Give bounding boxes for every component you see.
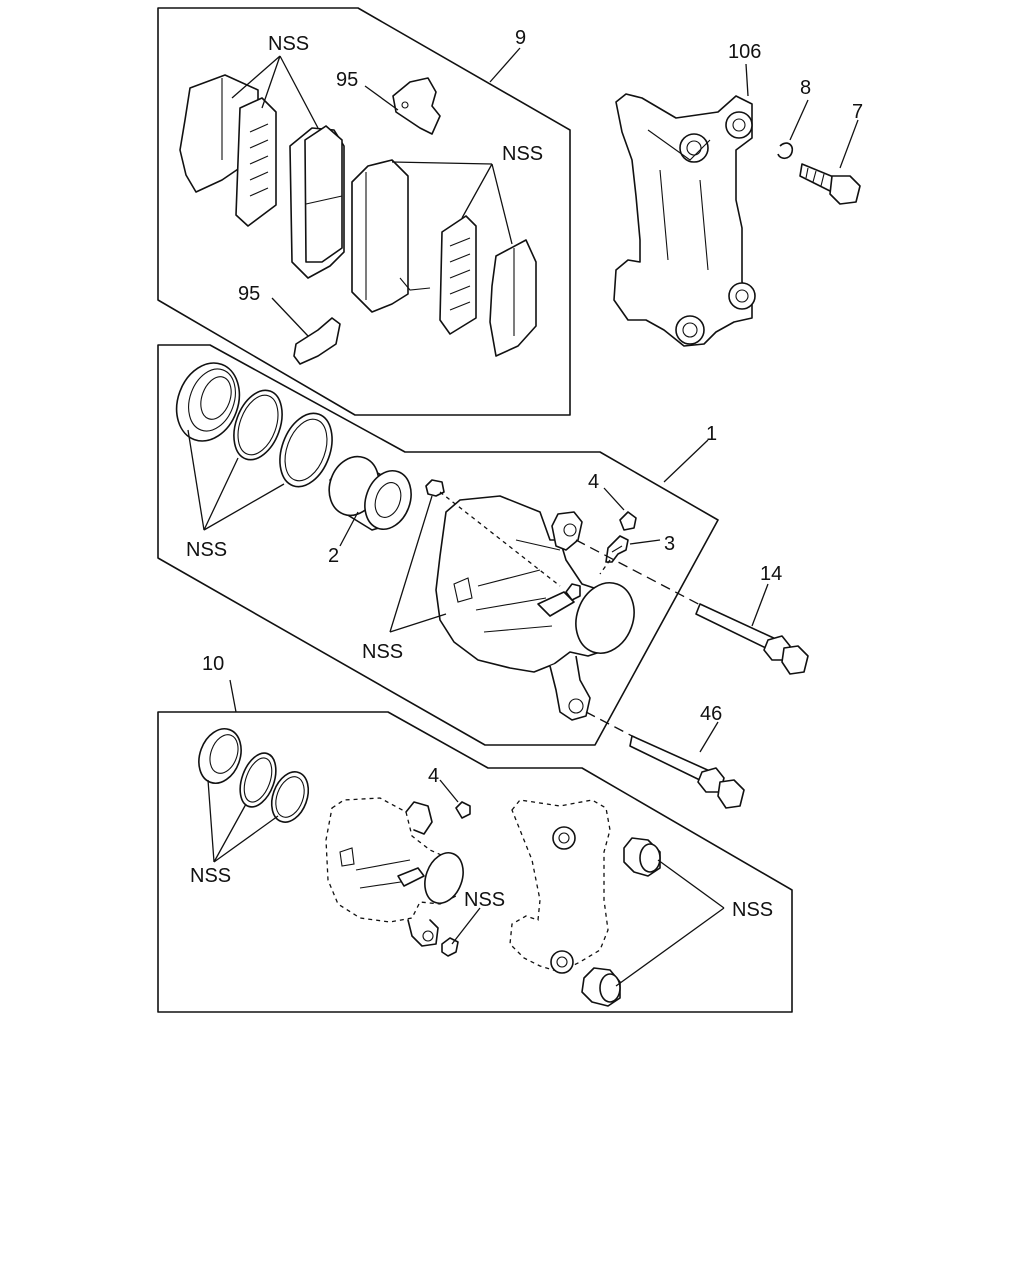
piston-seal-ring	[233, 389, 283, 461]
brake-pad-right	[351, 159, 409, 313]
pad-clip-top	[392, 77, 441, 135]
seal-kit-frame	[157, 711, 793, 1013]
guide-pin-boot-2	[565, 583, 581, 601]
outer-shim-right	[489, 239, 537, 357]
bleeder-cap-callout: 4	[588, 471, 599, 493]
kit-bracket-outline	[509, 799, 611, 973]
bracket-bolt	[799, 163, 861, 205]
caliper-piston	[328, 455, 412, 531]
kit-piston-seal	[270, 771, 310, 823]
caliper-bracket-group: 106 8 7	[613, 41, 863, 347]
guide-pin-upper	[695, 603, 809, 675]
piston-callout: 2	[328, 545, 339, 567]
kit-cap-callout: 4	[428, 765, 439, 787]
bleeder-cap	[619, 511, 637, 531]
pad-kit-frame	[157, 7, 571, 416]
guide-pin-lower	[629, 735, 745, 809]
boot-nss-label: NSS	[362, 641, 403, 663]
dust-boot	[175, 362, 241, 442]
clip-bottom-callout: 95	[238, 283, 260, 305]
kit-bushing-lower	[581, 967, 621, 1007]
inner-shim-left	[235, 97, 277, 227]
pads-nss-label: NSS	[502, 143, 543, 165]
washer-callout: 8	[800, 77, 811, 99]
clip-top-callout: 95	[336, 69, 358, 91]
caliper-callout: 1	[706, 423, 717, 445]
pad-clip-bottom	[293, 317, 341, 365]
kit-seals-nss-label: NSS	[190, 865, 231, 887]
guide-pin-upper-callout: 14	[760, 563, 782, 585]
caliper-group: 1 NSS 2 4 3 NSS	[157, 344, 769, 753]
bracket-bolt-callout: 7	[852, 101, 863, 123]
shim-nss-label: NSS	[268, 33, 309, 55]
pad-kit-group: 9 NSS 95 NSS 95	[157, 7, 571, 416]
pad-kit-callout: 9	[515, 27, 526, 49]
kit-guide-bushing	[441, 937, 459, 957]
caliper-bracket	[613, 93, 753, 347]
bleeder-screw-callout: 3	[664, 533, 675, 555]
bracket-callout: 106	[728, 41, 761, 63]
seal-kit-callout: 10	[202, 653, 224, 675]
lock-washer	[777, 142, 794, 160]
kit-bushings-nss-label: NSS	[732, 899, 773, 921]
seal-nss-label: NSS	[186, 539, 227, 561]
piston-seal	[279, 412, 333, 488]
caliper-cylinder	[575, 582, 635, 654]
guide-pin-lower-callout: 46	[700, 703, 722, 725]
seal-kit-group: 10 4 NSS NSS NSS	[157, 653, 793, 1013]
guide-pin-boot	[425, 479, 445, 497]
kit-caliper-nss-label: NSS	[464, 889, 505, 911]
caliper-frame	[157, 344, 719, 746]
kit-bleeder-cap	[455, 801, 471, 819]
kit-dust-boot	[198, 728, 242, 784]
kit-seal-ring	[239, 752, 277, 808]
kit-bushing-upper	[623, 837, 661, 877]
